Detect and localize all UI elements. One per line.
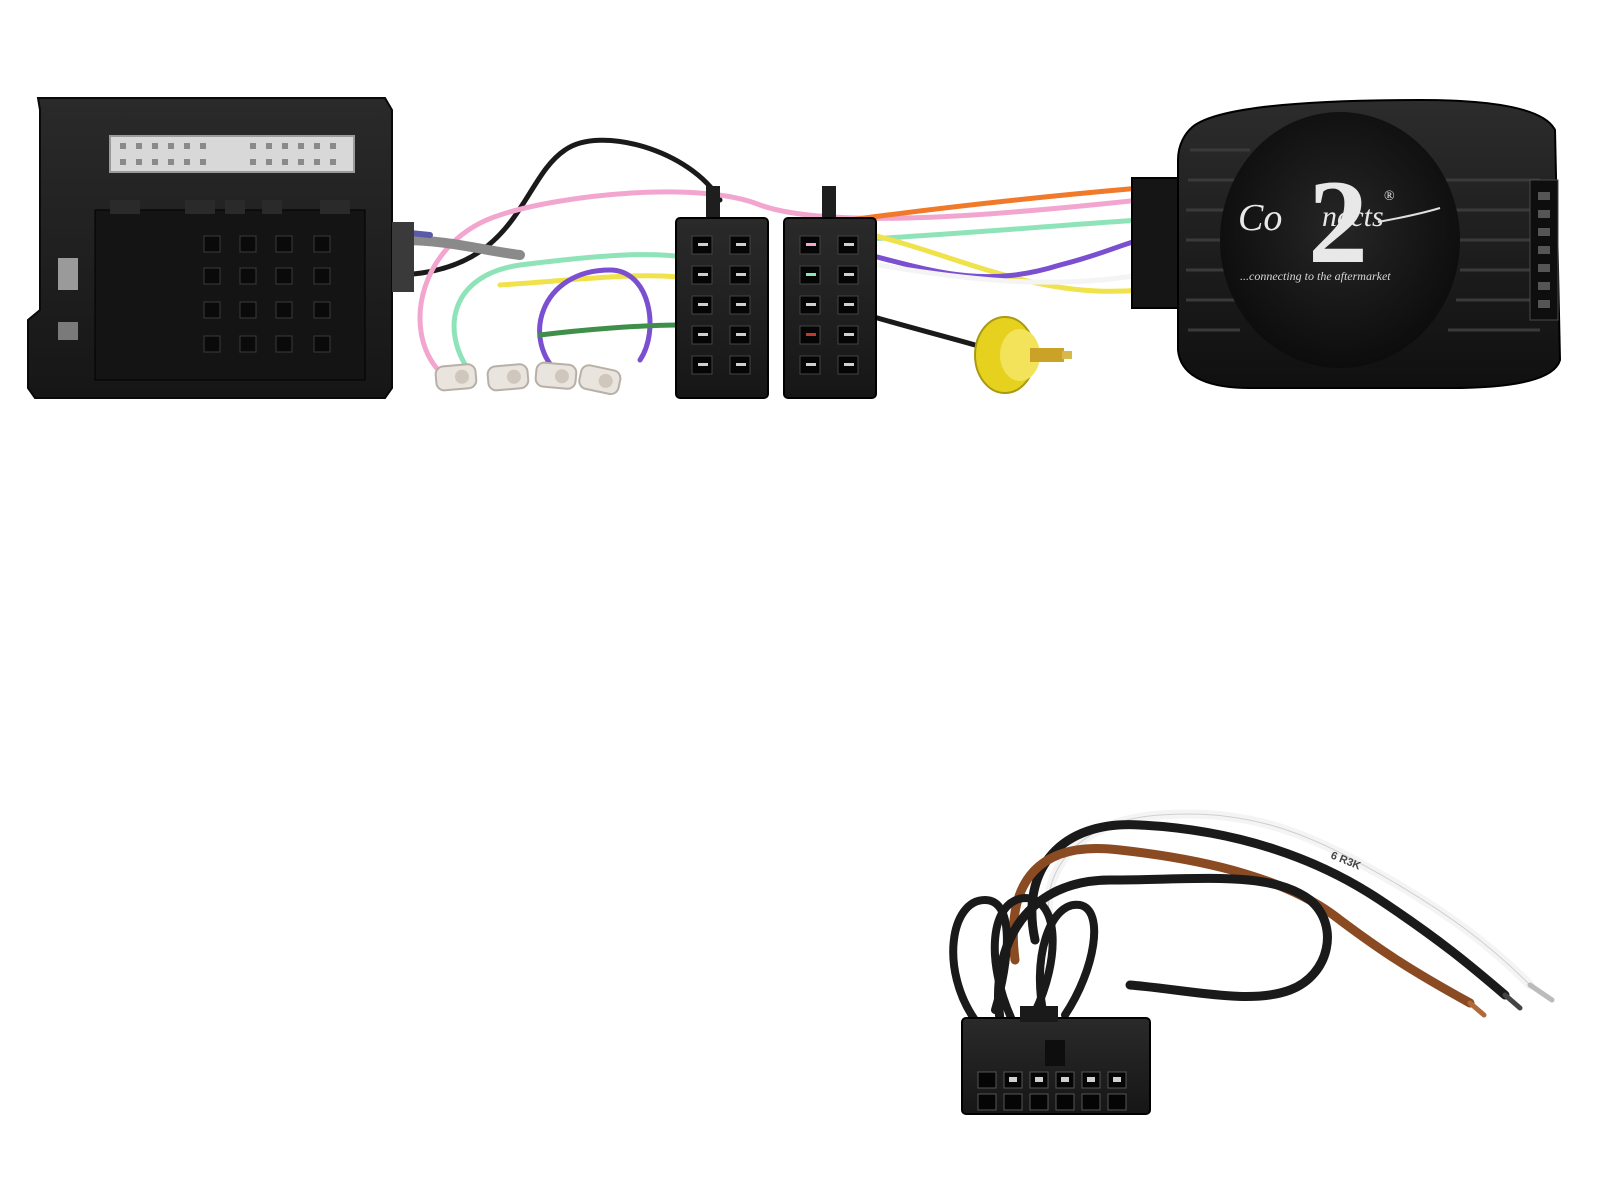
interface-module: 2 Co nects ® ...connecting to the afterm… [1131,98,1562,389]
quadlock-connector [27,97,414,399]
harness-small-loop [990,893,1057,1024]
iso-connector-left [675,186,769,399]
harness-brown-wire [1008,844,1475,1008]
logo-swoosh [1377,207,1441,223]
brand-tagline: ...connecting to the aftermarket [1240,269,1391,283]
brand-numeral: 2 [1308,155,1368,288]
white-wire [847,257,1143,285]
brand-prefix: Co [1238,197,1282,239]
harness-small-loop [949,895,1011,1024]
spade-terminals [434,361,622,396]
cavity-ridges [110,200,350,214]
spade-terminal [534,361,578,390]
pink-wire [417,189,1143,375]
rca-plug [974,316,1072,394]
patch-harness: 6 R3K [949,809,1555,1025]
latch-tab [58,258,78,290]
dark-green-wire [537,322,683,338]
grey-wire-bundle [395,235,525,260]
harness-black-loop [994,873,1332,1025]
quadlock-pin-grid [203,235,331,353]
orange-wire [847,185,1143,223]
white-pin-slots [120,143,336,165]
spade-terminal [486,363,530,392]
brand-suffix: nects [1322,200,1384,233]
spade-terminal [434,363,478,392]
module-plug [1131,177,1179,309]
black-wire-loop [397,137,723,278]
latch-tab [58,322,78,340]
logo-badge [1220,112,1460,368]
registered-mark: ® [1384,189,1395,204]
harness-small-loop [1035,900,1099,1024]
white-pin-block [109,135,355,173]
spade-terminal [578,364,622,396]
cable-gland [392,222,414,292]
twelve-pin-connector [961,1006,1151,1115]
iso-connector-right [783,186,877,399]
